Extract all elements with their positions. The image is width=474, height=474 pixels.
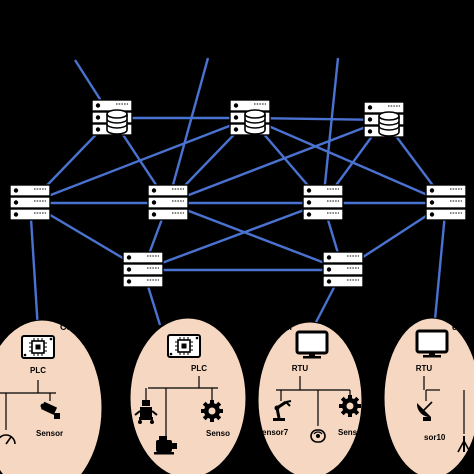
network-links	[28, 57, 448, 331]
cell-header: Cell	[60, 322, 77, 332]
server-rack-icon	[122, 251, 164, 288]
network-link	[432, 202, 448, 331]
gear-sensor-icon	[201, 400, 223, 422]
controller-label: PLC	[30, 366, 46, 375]
network-link	[142, 201, 324, 272]
cell-bubble	[257, 321, 363, 474]
plc-chip-icon	[167, 334, 201, 358]
network-nodes	[9, 99, 467, 288]
gauge-icon	[0, 434, 16, 445]
controller-label: RTU	[292, 364, 309, 373]
network-link	[29, 116, 251, 205]
device-label: Sensor	[36, 429, 63, 438]
server-rack-icon	[322, 251, 364, 288]
network-link	[28, 202, 40, 331]
antenna-icon	[457, 436, 471, 453]
network-link	[249, 116, 385, 122]
camera-icon	[40, 401, 60, 419]
robot-icon	[134, 400, 158, 424]
monitor-icon	[295, 330, 329, 359]
server-rack-icon	[302, 184, 344, 221]
network-link	[249, 116, 447, 205]
cell-bubble	[383, 317, 474, 474]
server-rack-icon	[147, 184, 189, 221]
cell-header: ell	[282, 322, 292, 332]
network-link	[166, 57, 210, 204]
controller-label: PLC	[191, 364, 207, 373]
network-link	[321, 57, 340, 204]
cell-header: ell	[452, 322, 462, 332]
controller-label: RTU	[416, 364, 433, 373]
cell-bubble	[129, 317, 247, 474]
motor-icon	[154, 436, 177, 455]
wifi-sensor-icon	[310, 429, 326, 443]
database-server-icon	[229, 99, 271, 136]
gear-sensor-icon	[339, 395, 361, 417]
cell-header: Cel	[222, 322, 236, 332]
device-label: Sensor	[338, 428, 365, 437]
device-label: 4	[126, 419, 131, 428]
plc-chip-icon	[21, 335, 55, 359]
device-label: sor10	[424, 433, 446, 442]
server-rack-icon	[425, 184, 467, 221]
network-link	[167, 201, 344, 272]
device-label: ensor7	[262, 428, 289, 437]
server-rack-icon	[9, 184, 51, 221]
monitor-icon	[415, 329, 449, 358]
satellite-dish-icon	[416, 401, 433, 421]
database-server-icon	[91, 99, 133, 136]
network-link	[167, 118, 385, 205]
robot-arm-icon	[273, 400, 292, 421]
database-server-icon	[363, 101, 405, 138]
device-label: Senso	[206, 429, 230, 438]
